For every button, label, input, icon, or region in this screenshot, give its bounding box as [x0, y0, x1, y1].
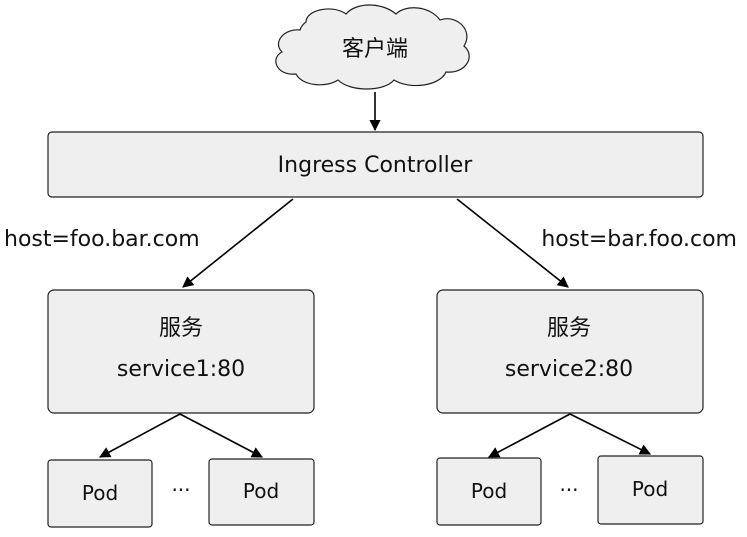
host-label-foo-bar: host=foo.bar.com: [4, 227, 200, 252]
client-cloud: 客户端: [275, 4, 470, 90]
edge-service1-to-pod1: [99, 413, 181, 458]
pod-ellipsis: ···: [171, 478, 190, 502]
service1-name: service1:80: [117, 357, 245, 382]
host-label-bar-foo: host=bar.foo.com: [541, 227, 737, 252]
service1-title: 服务: [159, 316, 203, 341]
client-label: 客户端: [342, 37, 408, 62]
service1-box: 服务 service1:80: [47, 289, 315, 414]
edge-ingress-to-service1: [182, 198, 294, 288]
ingress-controller-box: Ingress Controller: [47, 131, 704, 198]
ingress-controller-label: Ingress Controller: [278, 153, 474, 178]
service2-name: service2:80: [505, 357, 633, 382]
pod-label: Pod: [632, 477, 668, 501]
pod-box: Pod: [208, 458, 315, 526]
pod-label: Pod: [243, 479, 279, 503]
edge-service2-to-pod4: [569, 413, 652, 455]
pod-box: Pod: [597, 455, 704, 525]
service2-title: 服务: [547, 316, 591, 341]
pod-label: Pod: [471, 479, 507, 503]
service2-box: 服务 service2:80: [436, 289, 704, 414]
pod-label: Pod: [82, 481, 118, 505]
pod-ellipsis: ···: [559, 478, 578, 502]
edge-service2-to-pod3: [488, 413, 571, 458]
pod-box: Pod: [436, 457, 542, 526]
pod-box: Pod: [47, 459, 153, 528]
edge-service1-to-pod2: [179, 413, 263, 458]
edge-ingress-to-service2: [456, 198, 569, 288]
